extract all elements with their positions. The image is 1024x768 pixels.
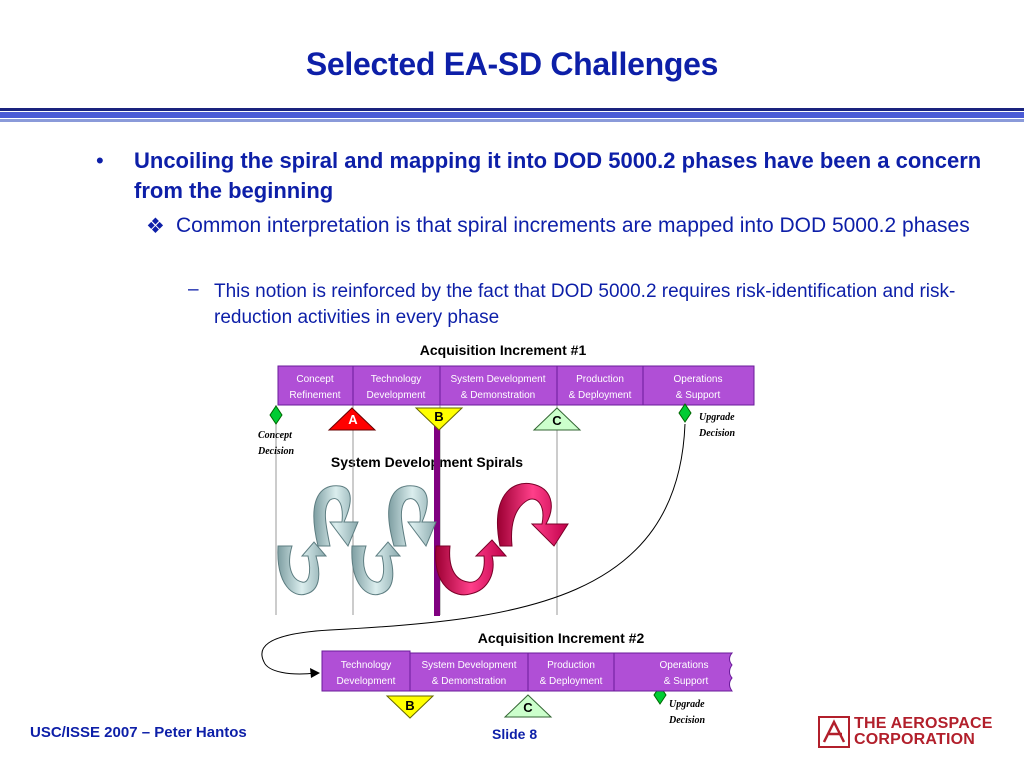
spiral-group — [277, 482, 569, 596]
bullet-marker: • — [96, 148, 104, 173]
dash-bullet-marker: – — [188, 279, 199, 300]
phase2-label-2b: & Demonstration — [432, 676, 506, 687]
phase1-label-5b: & Support — [676, 390, 721, 401]
phase1-label-3a: System Development — [450, 374, 545, 385]
phase2-production — [527, 652, 615, 692]
milestone-b-marker-bar — [434, 426, 440, 616]
spirals-label: System Development Spirals — [331, 454, 523, 470]
spiral-gray-2-upper — [388, 485, 437, 547]
phase2-system-development — [409, 652, 529, 692]
transition-arrowhead — [310, 668, 320, 678]
phase1-label-4b: & Deployment — [569, 390, 632, 401]
sub-bullet-marker: ❖ — [146, 215, 165, 238]
milestone-a-triangle — [327, 407, 377, 431]
title-rule-bottom — [0, 119, 1024, 122]
increment1-title: Acquisition Increment #1 — [420, 342, 587, 358]
phase1-operations — [642, 365, 755, 406]
slide-title: Selected EA-SD Challenges — [305, 46, 719, 82]
milestone-b-label: B — [434, 409, 443, 424]
phase1-label-2b: Development — [367, 390, 426, 401]
milestone2-c-triangle — [503, 694, 553, 718]
milestone-c-label: C — [552, 413, 562, 428]
spiral-gray-2-lower — [351, 541, 402, 596]
phase2-label-4a: Operations — [660, 660, 709, 671]
phase2-technology-development — [321, 650, 411, 692]
phase2-operations — [613, 652, 734, 692]
spiral-gray-1-lower — [277, 541, 328, 596]
spiral-red-lower — [435, 539, 508, 596]
increment2-phase-bar: Technology Development System Developmen… — [321, 650, 734, 692]
milestones-increment2: B C — [385, 694, 553, 719]
sub-bullet-text: Common interpretation is that spiral inc… — [176, 214, 970, 237]
bullet-text: Uncoiling the spiral and mapping it into… — [134, 148, 982, 203]
upgrade-decision1-label-1: Upgrade — [699, 412, 735, 423]
concept-decision-label-1: Concept — [258, 430, 293, 441]
spiral-red-upper — [497, 482, 569, 547]
phase1-label-1a: Concept — [296, 374, 333, 385]
increment2-title: Acquisition Increment #2 — [478, 630, 645, 646]
phase2-label-3a: Production — [547, 660, 595, 671]
upgrade-decision1-label-2: Decision — [698, 428, 736, 439]
footer-slide-number: Slide 8 — [492, 726, 538, 742]
upgrade-decision2-label-1: Upgrade — [669, 699, 705, 710]
aerospace-logo: THE AEROSPACE CORPORATION — [818, 716, 1004, 750]
footer-author: USC/ISSE 2007 – Peter Hantos — [30, 724, 247, 741]
milestone-c-triangle — [532, 407, 582, 431]
concept-decision-label-2: Decision — [257, 446, 295, 457]
increment1-phase-bar: Concept Refinement Technology Developmen… — [277, 365, 755, 406]
phase2-label-2a: System Development — [421, 660, 516, 671]
phase2-label-3b: & Deployment — [540, 676, 603, 687]
phase1-label-1b: Refinement — [289, 390, 340, 401]
title-rule-top — [0, 108, 1024, 111]
milestone2-b-triangle — [385, 695, 435, 719]
phase2-label-1b: Development — [337, 676, 396, 687]
logo-text-line2: CORPORATION — [854, 731, 976, 748]
phase1-label-2a: Technology — [371, 374, 422, 385]
logo-mark-icon — [818, 716, 850, 748]
milestone2-b-label: B — [405, 698, 414, 713]
phase2-label-4b: & Support — [664, 676, 709, 687]
milestone-b-triangle — [414, 407, 464, 431]
increment-transition-curve — [261, 423, 686, 675]
phase1-label-3b: & Demonstration — [461, 390, 535, 401]
phase1-label-5a: Operations — [674, 374, 723, 385]
spiral-gray-1-upper — [313, 485, 359, 547]
phase1-technology-development — [352, 365, 441, 406]
milestone-a-label: A — [348, 412, 358, 427]
logo-text-line1: THE AEROSPACE — [854, 715, 993, 732]
phase2-label-1a: Technology — [341, 660, 392, 671]
title-rule-mid — [0, 112, 1024, 118]
concept-decision-diamond — [269, 405, 283, 425]
milestone2-c-label: C — [523, 700, 533, 715]
milestones-increment1: A B C — [327, 407, 582, 431]
upgrade-decision2-label-2: Decision — [668, 715, 706, 726]
upgrade-decision-diamond-1 — [678, 403, 692, 423]
phase1-label-4a: Production — [576, 374, 624, 385]
dash-bullet-text: This notion is reinforced by the fact th… — [214, 281, 956, 328]
